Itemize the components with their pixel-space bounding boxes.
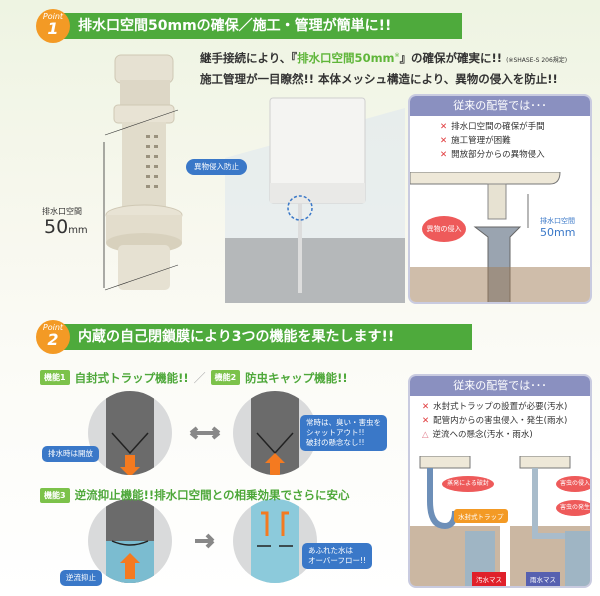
badge-number: 1: [47, 19, 59, 38]
dimension-unit: mm: [68, 225, 88, 236]
point2-title-bar: 内蔵の自己閉鎖膜により3つの機能を果たします!!: [62, 324, 472, 350]
badge-number: 2: [47, 330, 59, 349]
pill-backflow: 逆流抑止: [60, 570, 102, 587]
point2-title: 内蔵の自己閉鎖膜により3つの機能を果たします!!: [78, 329, 395, 345]
right-arrow-icon: [195, 533, 215, 549]
separator: ／: [193, 371, 206, 385]
pill-drain-open: 排水時は開放: [42, 446, 99, 463]
bidirectional-arrow-icon: [189, 426, 221, 440]
cross-icon: ✕: [440, 136, 448, 146]
issue-item: ✕水封式トラップの設置が必要(汚水): [422, 400, 590, 414]
conventional-title: 従来の配管では･･･: [410, 376, 590, 396]
issue-text: 開放部分からの異物侵入: [451, 150, 545, 160]
feature1-text: 自封式トラップ機能!!: [74, 370, 189, 385]
conventional-piping-box-1: 従来の配管では･･･ ✕排水口空間の確保が手間 ✕施工管理が困難 ✕開放部分から…: [408, 94, 592, 304]
issue-item: △逆流への懸念(汚水・雨水): [422, 428, 590, 442]
cross-icon: ✕: [440, 150, 448, 160]
feature1-tag: 機能1: [40, 370, 70, 385]
pill-line: あふれた水は: [308, 546, 353, 555]
pill-line: オーバーフロー!!: [308, 556, 366, 566]
valve-cross-sections: [88, 391, 317, 583]
trap-label: 水封式トラップ: [454, 509, 508, 523]
conventional-piping-box-2: 従来の配管では･･･ ✕水封式トラップの設置が必要(汚水) ✕配管内からの害虫侵…: [408, 374, 592, 588]
issue-text: 配管内からの害虫侵入・発生(雨水): [433, 416, 568, 426]
cross-section-open: [88, 391, 172, 475]
dimension-label: 排水口空間: [42, 207, 82, 216]
point1-lead-line1: 継手接続により、『排水口空間50mm※』の確保が確実に!! (※SHASE-S …: [200, 50, 567, 66]
conv-dim-value: 50mm: [540, 226, 576, 239]
lead-note: (※SHASE-S 206規定): [506, 57, 568, 64]
lead-highlight: 排水口空間50mm: [297, 51, 395, 65]
point1-title: 排水口空間50mmの確保／施工・管理が簡単に!!: [78, 18, 392, 34]
point1-lead-line2: 施工管理が一目瞭然!! 本体メッシュ構造により、異物の侵入を防止!!: [200, 72, 558, 86]
issue-item: ✕開放部分からの異物侵入: [440, 148, 590, 162]
lead-mark: ※: [394, 52, 400, 60]
feature2-tag: 機能2: [210, 370, 241, 385]
pill-line: 常時は、臭い・害虫を: [306, 418, 381, 427]
water-heater-illustration: [225, 97, 405, 303]
burst-pest-breeding: 害虫の発生: [556, 500, 590, 516]
pill-line: 破封の懸念なし!!: [306, 438, 365, 448]
pill-line: シャットアウト!!: [306, 428, 365, 438]
badge-word: Point: [42, 12, 64, 21]
conventional-title: 従来の配管では･･･: [410, 96, 590, 116]
cross-icon: ✕: [440, 122, 448, 132]
issue-text: 排水口空間の確保が手間: [451, 122, 545, 132]
issue-item: ✕配管内からの害虫侵入・発生(雨水): [422, 414, 590, 428]
lead-text: 』の確保が確実に!!: [399, 51, 503, 65]
cross-icon: ✕: [422, 402, 430, 412]
drain-fitting-illustration: [103, 54, 183, 291]
feature3-tag: 機能3: [40, 487, 70, 503]
cross-section-backflow: [88, 499, 172, 583]
issue-text: 施工管理が困難: [451, 136, 511, 146]
point1-title-bar: 排水口空間50mmの確保／施工・管理が簡単に!!: [62, 13, 462, 39]
pill-overflow: あふれた水はオーバーフロー!!: [302, 543, 372, 570]
badge-word: Point: [42, 323, 64, 332]
sewage-basin-tag: 汚水マス: [472, 572, 506, 586]
feature-1-2-heading: 機能1 自封式トラップ機能!! ／ 機能2 防虫キャップ機能!!: [40, 369, 348, 386]
lead-text: 継手接続により、『: [200, 51, 298, 65]
pill-shut-out: 常時は、臭い・害虫をシャットアウト!!破封の懸念なし!!: [300, 415, 387, 452]
dimension-value: 50mm: [44, 216, 88, 238]
feature2-text: 防虫キャップ機能!!: [245, 370, 348, 385]
foreign-matter-callout: 異物侵入防止: [186, 159, 247, 176]
burst-pest-intrusion: 害虫の侵入: [556, 476, 590, 492]
cross-section-overflow: [233, 499, 317, 583]
cross-icon: ✕: [422, 416, 430, 426]
issue-text: 水封式トラップの設置が必要(汚水): [433, 402, 568, 412]
feature-3-heading: 機能3 逆流抑止機能!!排水口空間との相乗効果でさらに安心: [40, 487, 349, 503]
burst-evaporation: 蒸発による破封: [442, 476, 494, 492]
issue-item: ✕排水口空間の確保が手間: [440, 120, 590, 134]
dimension-number: 50: [44, 216, 69, 238]
triangle-icon: △: [422, 430, 429, 440]
foreign-matter-burst: 異物の侵入: [422, 216, 466, 242]
conventional-drain-diagram: [410, 172, 590, 302]
feature3-text: 逆流抑止機能!!排水口空間との相乗効果でさらに安心: [74, 488, 350, 502]
rainwater-basin-tag: 雨水マス: [526, 572, 560, 586]
cross-section-closed: [233, 391, 317, 475]
issue-text: 逆流への懸念(汚水・雨水): [432, 430, 533, 440]
conv-dim-label: 排水口空間: [540, 217, 575, 225]
issue-item: ✕施工管理が困難: [440, 134, 590, 148]
